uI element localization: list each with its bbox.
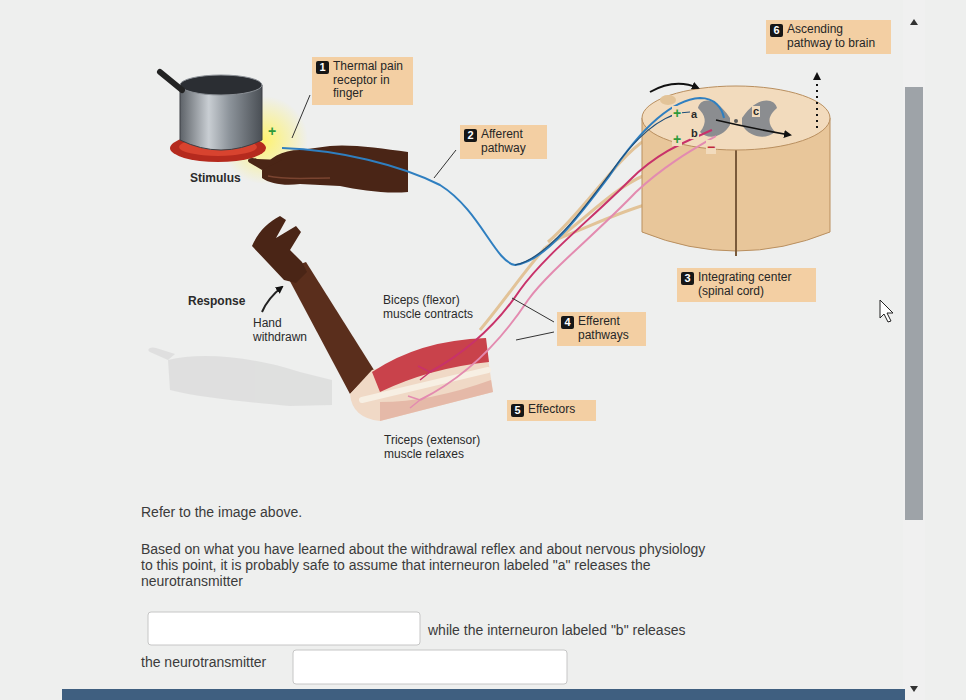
scrollbar bbox=[903, 0, 925, 700]
interneuron-label: b bbox=[690, 128, 699, 139]
interneuron-label: c bbox=[752, 106, 760, 117]
hand-stimulus-part bbox=[248, 158, 282, 170]
sign-label: + bbox=[268, 124, 276, 138]
callout-text: Effectors bbox=[528, 403, 590, 417]
callout-number: 2 bbox=[464, 129, 477, 142]
withdrawn-arm-part bbox=[362, 370, 488, 400]
withdrawn-arm-part bbox=[252, 216, 307, 283]
answer-box bbox=[148, 612, 420, 645]
callout-box: 2 Afferent pathway bbox=[460, 125, 547, 159]
efferent-nerves-part bbox=[420, 136, 716, 400]
callout-text: Afferent pathway bbox=[481, 128, 541, 155]
nerve-fibers-part bbox=[480, 248, 545, 330]
sign-label: + bbox=[672, 132, 682, 146]
hand-stimulus-part bbox=[268, 176, 330, 179]
spinal-cord-part bbox=[734, 119, 738, 123]
callout-number: 4 bbox=[561, 316, 574, 329]
afferent-nerve bbox=[282, 98, 724, 265]
efferent-nerves bbox=[408, 130, 716, 408]
bottom-bar bbox=[62, 689, 905, 700]
callout-number: 5 bbox=[511, 404, 524, 417]
scrollbar-part bbox=[905, 87, 923, 520]
callout-text: Efferent pathways bbox=[578, 315, 640, 342]
question-text: Based on what you have learned about the… bbox=[141, 541, 713, 589]
spinal-cord-part bbox=[698, 100, 730, 136]
muscle-label: Triceps (extensor) muscle relaxes bbox=[384, 434, 492, 462]
mouse-cursor bbox=[880, 300, 893, 322]
callout-text: Integrating center (spinal cord) bbox=[698, 271, 810, 298]
question-text: Refer to the image above. bbox=[141, 504, 302, 520]
callout-number: 6 bbox=[770, 24, 783, 37]
ghost-arm-part bbox=[148, 347, 175, 360]
spinal-cord-part bbox=[660, 95, 676, 105]
ghost-arm-part bbox=[168, 356, 332, 406]
leader-line bbox=[292, 95, 554, 340]
response-note: Hand withdrawn bbox=[253, 317, 325, 345]
spinal-cord-part bbox=[735, 150, 737, 256]
spinal-cord bbox=[642, 86, 830, 256]
question-text: while the interneuron labeled "b" releas… bbox=[428, 622, 685, 638]
leader-line-part bbox=[292, 95, 310, 138]
leader-line-part bbox=[512, 298, 554, 322]
callout-number: 3 bbox=[681, 272, 694, 285]
withdrawn-arm bbox=[252, 216, 493, 421]
callout-box: 5 Effectors bbox=[507, 400, 596, 421]
leader-line-part bbox=[516, 332, 554, 340]
nerve-fibers-part bbox=[555, 205, 645, 240]
muscle-label: Biceps (flexor) muscle contracts bbox=[383, 294, 481, 322]
callout-box: 3 Integrating center (spinal cord) bbox=[677, 268, 816, 302]
ascending-arrow bbox=[816, 74, 818, 128]
afferent-nerve-part bbox=[282, 98, 724, 265]
efferent-nerves-part bbox=[430, 130, 712, 372]
hot-pot-part bbox=[160, 72, 182, 90]
callout-box: 1 Thermal pain receptor in finger bbox=[312, 57, 413, 105]
withdrawn-arm-part bbox=[284, 262, 374, 394]
question-text: the neurotransmitter bbox=[141, 654, 266, 670]
spinal-cord-part bbox=[642, 86, 830, 150]
response-label: Response bbox=[188, 295, 245, 309]
interneuron bbox=[716, 120, 790, 135]
signal-arrow bbox=[650, 84, 698, 92]
answer-box bbox=[293, 650, 567, 684]
withdrawn-arm-part bbox=[350, 338, 493, 421]
hot-pot-part bbox=[180, 75, 262, 95]
interneuron-label: a bbox=[690, 109, 698, 120]
scrollbar-part bbox=[910, 19, 918, 25]
callout-text: Ascending pathway to brain bbox=[787, 23, 885, 50]
efferent-nerves-part bbox=[408, 396, 420, 408]
scrollbar-part bbox=[903, 0, 925, 700]
callout-number: 1 bbox=[316, 61, 329, 74]
stimulus-label: Stimulus bbox=[190, 172, 241, 186]
withdrawn-arm-part bbox=[380, 380, 493, 421]
callout-text: Thermal pain receptor in finger bbox=[333, 60, 407, 101]
leader-line-part bbox=[434, 150, 456, 178]
efferent-nerves-part bbox=[418, 366, 430, 380]
callout-box: 6 Ascending pathway to brain bbox=[766, 20, 891, 54]
sign-label: + bbox=[672, 106, 682, 120]
sign-label: − bbox=[706, 140, 716, 154]
ghost-arm bbox=[148, 347, 332, 406]
scrollbar-part bbox=[910, 686, 918, 692]
response-arrow bbox=[262, 287, 282, 312]
callout-box: 4 Efferent pathways bbox=[557, 312, 646, 346]
